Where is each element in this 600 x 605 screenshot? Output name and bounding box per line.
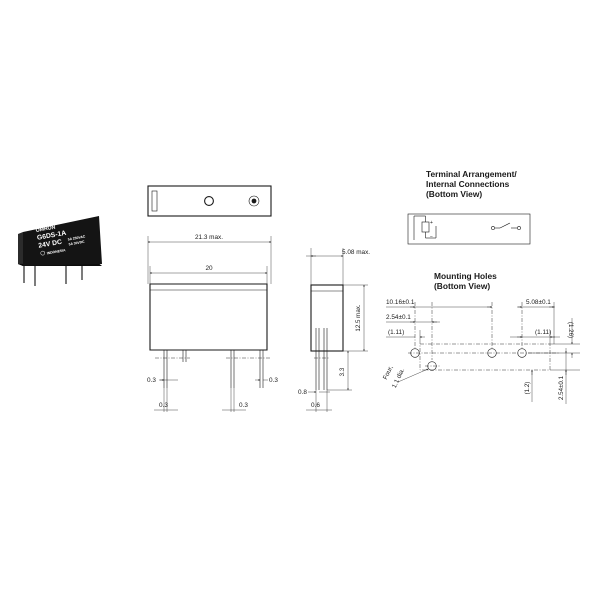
mounting-title-1: Mounting Holes — [434, 271, 497, 281]
side-pin-length-label: 3.3 — [339, 367, 346, 376]
relay-product-photo: OMRON G6DS-1A 24V DC 5A 250VAC 5A 30VDC … — [18, 216, 102, 286]
pin-right-thickness-label: 0.3 — [269, 377, 278, 384]
photo-markings: OMRON G6DS-1A 24V DC 5A 250VAC 5A 30VDC … — [35, 225, 86, 256]
mounting-holes: Mounting Holes (Bottom View) 10.16±0.1 5… — [382, 271, 580, 404]
terminal-box — [407, 213, 531, 245]
photo-origin: INDONESIA — [47, 248, 67, 255]
terminal-arrangement: Terminal Arrangement/ Internal Connectio… — [407, 169, 531, 245]
contact-terminal-right — [517, 226, 521, 230]
front-view-body — [149, 283, 268, 351]
side-pin-width-label: 0.8 — [298, 389, 307, 396]
pitch-small-label: 2.54±0.1 — [386, 314, 411, 321]
svg-text:+: + — [430, 220, 433, 226]
body-width-label: 20 — [205, 265, 213, 272]
side-depth-label: 5.08 max. — [342, 249, 370, 256]
pitch-left-label: 10.16±0.1 — [386, 299, 415, 306]
pin-left-thickness-label: 0.3 — [147, 377, 156, 384]
side-view-pins — [314, 328, 330, 390]
photo-rating-2: 5A 30VDC — [68, 240, 85, 247]
top-view-vent-inner — [251, 198, 257, 204]
top-view-hole — [204, 196, 214, 206]
offset-right-label: (1.11) — [535, 329, 551, 336]
height-mid-label: (1.2) — [524, 382, 531, 395]
hole-note-2: 1.1 dia. — [391, 367, 406, 389]
coil-symbol — [421, 221, 430, 233]
terminal-title-1: Terminal Arrangement/ — [426, 169, 517, 179]
side-height-label: 12.5 max. — [355, 304, 362, 331]
front-view: 21.3 max. 20 0.3 0.3 — [147, 234, 278, 412]
photo-rating-1: 5A 250VAC — [67, 234, 86, 241]
top-view — [147, 185, 272, 217]
photo-front-face — [23, 216, 102, 266]
hole-note-1: Four, — [382, 365, 395, 381]
pin-left-inner-label: 0.3 — [159, 402, 168, 409]
side-pin-spacing-label: 0.6 — [311, 402, 320, 409]
overall-width-label: 21.3 max. — [195, 234, 223, 241]
photo-side-face — [18, 232, 23, 266]
photo-voltage: 24V DC — [38, 239, 63, 250]
pitch-right-label: 5.08±0.1 — [526, 299, 551, 306]
hole-leader-line — [397, 368, 429, 383]
terminal-title-2: Internal Connections — [426, 179, 510, 189]
top-view-vent-outer — [248, 195, 260, 207]
front-view-pins — [155, 350, 270, 388]
terminal-title-3: (Bottom View) — [426, 189, 482, 199]
side-view: 5.08 max. 12.5 max. 3.3 0.8 0.6 — [298, 248, 370, 412]
photo-brand: OMRON — [35, 225, 56, 234]
photo-cert-mark-icon — [40, 250, 46, 256]
pin-right-inner-label: 0.3 — [239, 402, 248, 409]
height-top-label: (1.26) — [567, 322, 574, 338]
mounting-outline — [419, 343, 551, 371]
offset-left-label: (1.11) — [388, 329, 404, 336]
contact-switch — [499, 222, 511, 229]
mounting-title-2: (Bottom View) — [434, 281, 490, 291]
contact-terminal-left — [491, 226, 495, 230]
top-view-outline — [147, 185, 272, 217]
height-bottom-label: 2.54±0.1 — [558, 375, 565, 400]
svg-text:−: − — [430, 234, 433, 240]
top-view-slot — [151, 190, 158, 212]
